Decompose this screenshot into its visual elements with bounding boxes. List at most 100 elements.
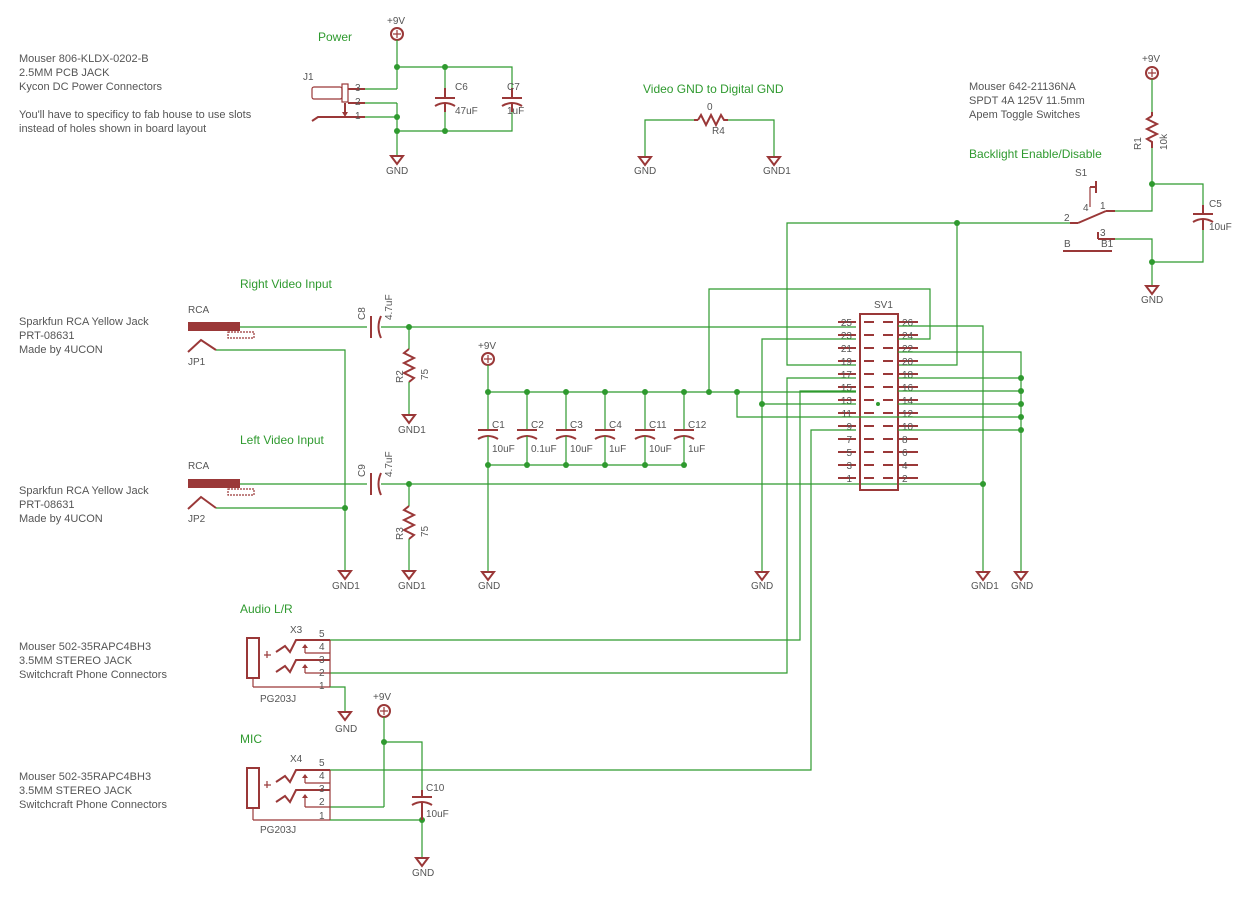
note-line: Made by 4UCON — [19, 344, 103, 356]
note-line: Mouser 642-21136NA — [969, 81, 1076, 93]
gnd1-label: GND1 — [332, 581, 360, 592]
gnd1-label: GND1 — [398, 581, 426, 592]
r4-value: 0 — [707, 102, 713, 113]
c10-capacitor: C10 10uF — [411, 783, 449, 820]
note-line: Mouser 502-35RAPC4BH3 — [19, 641, 151, 653]
pin-number: 2 — [319, 797, 325, 808]
note-line: SPDT 4A 125V 11.5mm — [969, 95, 1085, 107]
gnd-symbol: GND — [1011, 571, 1033, 592]
sv1-pin-number: 22 — [902, 344, 914, 355]
note-line: Switchcraft Phone Connectors — [19, 799, 167, 811]
gnd1-symbol: GND1 — [398, 570, 426, 592]
gnd-symbol: GND — [478, 571, 500, 592]
bank-capacitor-value: 10uF — [649, 444, 672, 455]
note-line: instead of holes shown in board layout — [19, 123, 206, 135]
gnd-label: GND — [1011, 581, 1033, 592]
pin-number: 1 — [1100, 201, 1106, 212]
gnd-symbol: GND — [412, 857, 434, 879]
bank-capacitor-name: C1 — [492, 420, 505, 431]
r3-resistor: R3 75 — [395, 505, 431, 540]
sv1-pin-number: 11 — [842, 409, 853, 420]
note-line: Sparkfun RCA Yellow Jack — [19, 485, 149, 497]
gnd-symbol: GND — [634, 156, 656, 177]
bank-capacitor-name: C2 — [531, 420, 544, 431]
title-backlight: Backlight Enable/Disable — [969, 147, 1102, 161]
x3-part: PG203J — [260, 694, 296, 705]
bank-capacitor-name: C11 — [649, 420, 667, 431]
rca2-note: Sparkfun RCA Yellow Jack PRT-08631 Made … — [19, 485, 149, 525]
c10-value: 10uF — [426, 809, 449, 820]
sv1-label: SV1 — [874, 300, 893, 311]
vcc-label: +9V — [373, 692, 391, 703]
c10-name: C10 — [426, 783, 445, 794]
note-line: 2.5MM PCB JACK — [19, 67, 110, 79]
title-audio: Audio L/R — [240, 602, 293, 616]
sv1-pin-number: 17 — [841, 370, 853, 381]
gnd-label: GND — [1141, 295, 1163, 306]
mic-jack-note: Mouser 502-35RAPC4BH3 3.5MM STEREO JACK … — [19, 771, 167, 811]
pin-number: 3 — [1100, 228, 1106, 239]
sv1-pin-number: 26 — [902, 318, 914, 329]
sv1-pin-number: 3 — [846, 461, 852, 472]
pin-number: 5 — [319, 629, 325, 640]
r1-resistor: R1 10k — [1133, 112, 1170, 150]
title-right-video: Right Video Input — [240, 277, 333, 291]
s1-label: S1 — [1075, 168, 1088, 179]
audio-section: X3 5 4 3 2 1 PG203J GND — [246, 625, 357, 735]
sv1-pin-number: 24 — [902, 331, 914, 342]
gnd1-symbol: GND1 — [971, 571, 999, 592]
sv1-pin-number: 8 — [902, 435, 908, 446]
note-line: Sparkfun RCA Yellow Jack — [19, 316, 149, 328]
backlight-section: +9V R1 10k S1 4 1 2 3 B — [786, 54, 1232, 366]
gnd1-label: GND1 — [398, 425, 426, 436]
pin-number: 3 — [319, 784, 325, 795]
gnd-symbol: GND — [335, 711, 357, 735]
sv1-pin-number: 14 — [902, 396, 914, 407]
r3-name: R3 — [395, 527, 406, 540]
decoupling-bank: +9V C110uFC20.1uFC310uFC41uFC1110uFC121u… — [477, 341, 856, 592]
gnd-label: GND — [412, 868, 434, 879]
gnd1-label: GND1 — [971, 581, 999, 592]
left-video-section: RCA JP2 C9 4.7uF R3 75 GND1 — [187, 451, 983, 592]
sv1-body — [859, 313, 899, 491]
sv1-pin-number: 2 — [902, 474, 908, 485]
gnd-label: GND — [386, 166, 408, 177]
bank-capacitor-value: 10uF — [570, 444, 593, 455]
gnd-label: GND — [751, 581, 773, 592]
x4-stereo-jack: X4 5 4 3 2 1 PG203J — [246, 754, 331, 836]
r2-value: 75 — [420, 368, 431, 380]
pin-number: 2 — [1064, 213, 1070, 224]
note-line: You'll have to specificy to fab house to… — [19, 109, 252, 121]
gnd1-symbol: GND1 — [332, 570, 360, 592]
c6-capacitor: C6 47uF — [434, 82, 478, 117]
c7-value: 1uF — [507, 106, 524, 117]
note-line: Switchcraft Phone Connectors — [19, 669, 167, 681]
power-connector-note: Mouser 806-KLDX-0202-B 2.5MM PCB JACK Ky… — [19, 53, 252, 135]
mic-section: +9V X4 5 4 3 2 1 PG203J — [246, 692, 449, 879]
gnd-label: GND — [335, 724, 357, 735]
gnd-label: GND — [634, 166, 656, 177]
bank-capacitor-value: 1uF — [688, 444, 705, 455]
c9-value: 4.7uF — [384, 451, 395, 477]
rca1-note: Sparkfun RCA Yellow Jack PRT-08631 Made … — [19, 316, 149, 356]
jp1-rca-jack: RCA JP1 — [187, 305, 255, 368]
sv1-pin-number: 20 — [902, 357, 914, 368]
vcc-label: +9V — [387, 16, 405, 27]
sv1-pin-number: 7 — [846, 435, 852, 446]
x3-stereo-jack: X3 5 4 3 2 1 PG203J — [246, 625, 331, 705]
c9-capacitor: C9 4.7uF — [357, 451, 395, 496]
note-line: Mouser 502-35RAPC4BH3 — [19, 771, 151, 783]
bank-capacitor: C20.1uF — [516, 389, 557, 468]
x3-label: X3 — [290, 625, 303, 636]
s1-switch: S1 4 1 2 3 B B1 — [1063, 168, 1115, 252]
sv1-pin-number: 5 — [846, 448, 852, 459]
sv1-pin-number: 18 — [902, 370, 914, 381]
sv1-pin-number: 12 — [902, 409, 914, 420]
c8-name: C8 — [357, 307, 368, 320]
x4-body — [246, 767, 260, 809]
r4-resistor: 0 R4 — [694, 102, 728, 137]
net-label: B1 — [1101, 239, 1114, 250]
note-line: 3.5MM STEREO JACK — [19, 785, 133, 797]
